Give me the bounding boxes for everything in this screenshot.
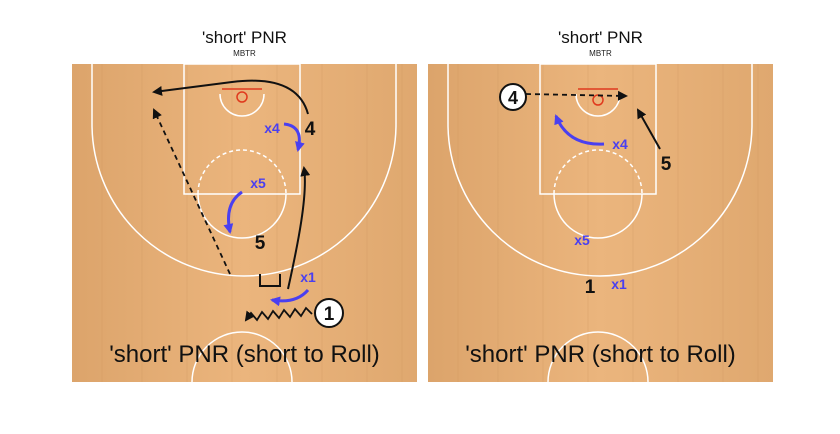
player-1-label: 1 xyxy=(585,277,596,298)
defender-x1-label: x1 xyxy=(611,276,627,292)
play-diagram-left: 'short' PNR MBTR xyxy=(72,0,417,434)
player-4-marker xyxy=(499,83,527,111)
defender-x4-label: x4 xyxy=(264,120,280,136)
diagram-caption: 'short' PNR (short to Roll) xyxy=(465,341,736,368)
diagram-title: 'short' PNR xyxy=(202,28,287,47)
defender-x1-label: x1 xyxy=(300,269,316,285)
diagram-title: 'short' PNR xyxy=(558,28,643,47)
defense-path-x5 xyxy=(223,190,243,234)
defender-x4-label: x4 xyxy=(612,136,628,152)
floor-planks xyxy=(457,64,759,382)
court-lines xyxy=(447,64,753,382)
diagram-caption: 'short' PNR (short to Roll) xyxy=(109,341,380,368)
court-floor xyxy=(72,64,417,382)
pass-line xyxy=(525,90,628,101)
player-4-label: 4 xyxy=(508,88,518,108)
court-right: 4 5 1 x4 x5 x1 xyxy=(428,64,773,382)
cut-path-5 xyxy=(637,108,661,150)
pass-line xyxy=(152,108,231,275)
dribble-path-1 xyxy=(244,306,313,322)
player-4-label: 4 xyxy=(305,119,316,140)
defender-x5-label: x5 xyxy=(574,232,590,248)
player-1-label: 1 xyxy=(324,304,335,325)
player-1-marker xyxy=(314,298,344,328)
play-diagram-right: 'short' PNR MBTR xyxy=(428,0,773,434)
defense-path-x4 xyxy=(283,122,305,152)
diagram-subtitle: MBTR xyxy=(233,49,256,58)
screen-5 xyxy=(259,274,281,287)
defender-x5-label: x5 xyxy=(250,175,266,191)
floor-planks xyxy=(101,64,403,382)
roll-path-5 xyxy=(287,166,311,290)
defense-path-x1 xyxy=(270,288,310,307)
player-5-label: 5 xyxy=(661,154,672,175)
player-5-label: 5 xyxy=(255,233,266,254)
court-floor xyxy=(428,64,773,382)
diagram-subtitle: MBTR xyxy=(589,49,612,58)
cut-path-4 xyxy=(152,79,309,115)
rim xyxy=(236,91,248,103)
court-left: 1 4 5 x4 x5 x1 xyxy=(72,64,417,382)
defense-path-x4 xyxy=(554,114,605,146)
